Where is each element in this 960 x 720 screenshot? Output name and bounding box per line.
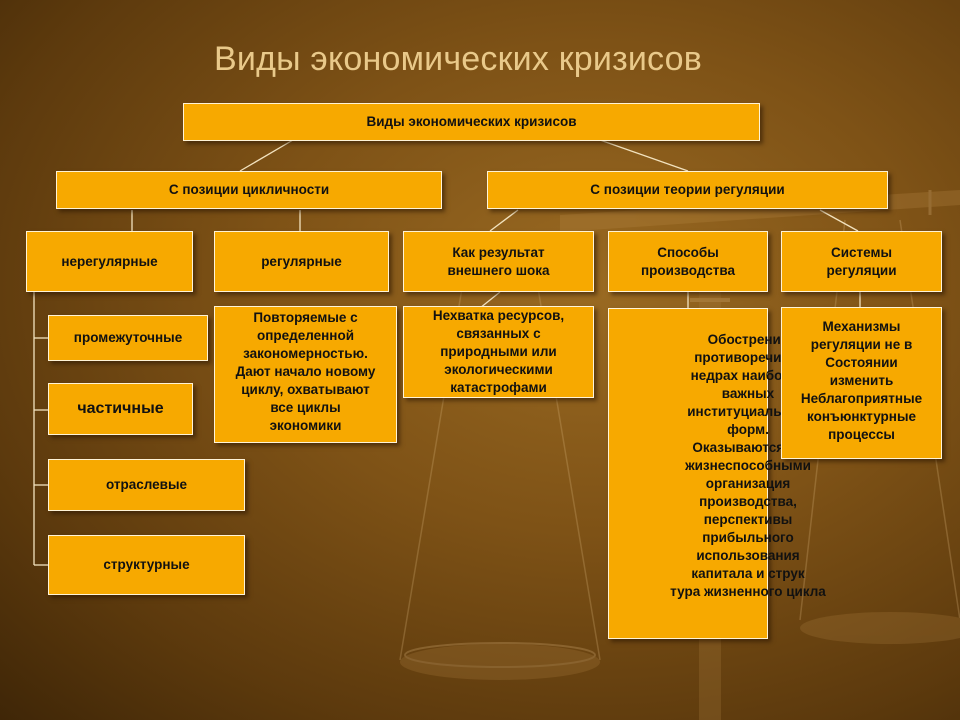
connector-right-external — [489, 209, 519, 232]
irregular-type-intermediate: промежуточные — [48, 315, 208, 361]
root-node: Виды экономических кризисов — [183, 103, 760, 141]
node-regular: регулярные — [214, 231, 389, 292]
regular-description: Повторяемые с определенной закономерност… — [214, 306, 397, 443]
node-production-modes: Способы производства — [608, 231, 768, 292]
node-irregular: нерегулярные — [26, 231, 193, 292]
irregular-type-structural: структурные — [48, 535, 245, 595]
connector-root-left — [239, 139, 294, 172]
node-regulation-systems: Системы регуляции — [781, 231, 942, 292]
external-shock-description: Нехватка ресурсов, связанных с природным… — [403, 306, 594, 398]
regulation-systems-description: Механизмы регуляции не в Состоянии измен… — [781, 307, 942, 459]
connector-external-desc — [479, 291, 501, 309]
node-external-shock: Как результат внешнего шока — [403, 231, 594, 292]
slide-title: Виды экономических кризисов — [214, 40, 703, 78]
production-description: Обострение противоречий в недрах наиболе… — [608, 308, 826, 639]
branch-regulation-theory: С позиции теории регуляции — [487, 171, 888, 209]
irregular-type-partial: частичные — [48, 383, 193, 435]
irregular-type-sectoral: отраслевые — [48, 459, 245, 511]
connector-right-regulation — [819, 209, 859, 232]
connector-root-right — [599, 139, 689, 172]
branch-cyclicity: С позиции цикличности — [56, 171, 442, 209]
